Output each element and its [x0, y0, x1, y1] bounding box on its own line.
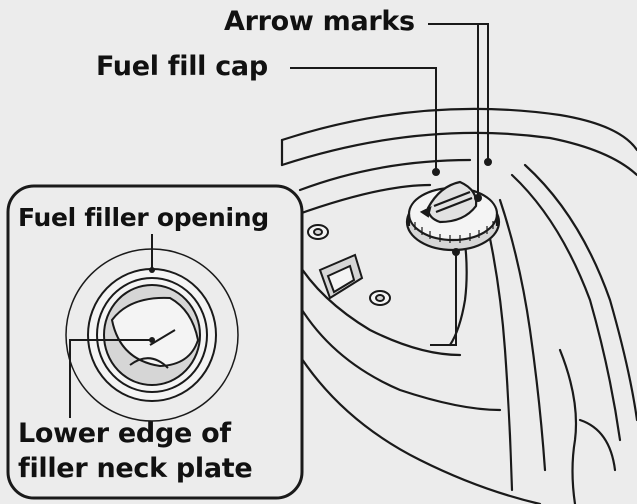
inset-panel — [8, 186, 302, 498]
fuel-fill-cap-label: Fuel fill cap — [96, 53, 268, 80]
lower-edge-label-line2: filler neck plate — [18, 455, 252, 482]
fuel-filler-opening-label: Fuel filler opening — [18, 205, 269, 230]
lower-edge-label-line1: Lower edge of — [18, 420, 231, 447]
arrow-marks-label: Arrow marks — [224, 8, 415, 35]
